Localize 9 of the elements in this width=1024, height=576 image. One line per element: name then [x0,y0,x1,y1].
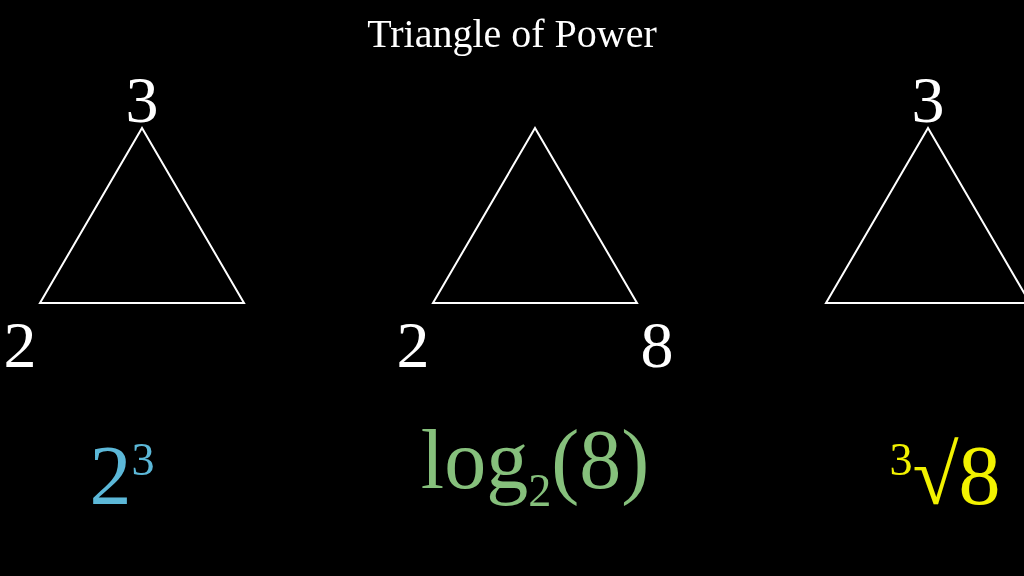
math-expression: $^{3}$√8 [888,428,1002,524]
title: Triangle of Power [366,10,658,58]
vertex-number: 2 [395,312,431,378]
math-expression: 2$^{3}$ [88,428,156,524]
vertex-number: 3 [124,67,160,133]
vertex-number: 8 [639,312,675,378]
math-expression: log$_{2}$(8) [419,412,651,518]
vertex-number: 3 [910,67,946,133]
vertex-number: 2 [2,312,38,378]
